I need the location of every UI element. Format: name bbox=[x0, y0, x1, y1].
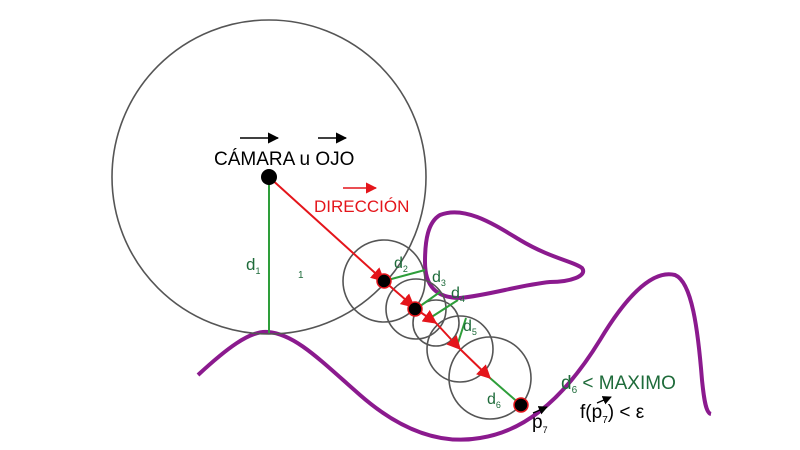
floating-object bbox=[422, 210, 586, 301]
stray-one-label: 1 bbox=[298, 270, 304, 281]
d6-label: d6 bbox=[487, 391, 501, 410]
sphere-3 bbox=[385, 278, 447, 340]
d4-label: d4 bbox=[451, 285, 465, 304]
distance-condition: d6 < MAXIMO bbox=[561, 373, 676, 396]
d5-label: d5 bbox=[463, 318, 477, 337]
ray-segment-1 bbox=[268, 176, 386, 282]
sample-point-3 bbox=[407, 301, 423, 317]
d3-label: d3 bbox=[432, 269, 446, 288]
d1-label: d1 bbox=[246, 255, 260, 276]
camera-point bbox=[261, 169, 277, 185]
sphere-1 bbox=[111, 19, 427, 335]
sample-point-2 bbox=[376, 273, 392, 289]
ray-segment-4 bbox=[435, 322, 461, 351]
sphere-5 bbox=[426, 315, 494, 383]
d2-label: d2 bbox=[394, 255, 408, 274]
f-p7-vector-arrow bbox=[596, 396, 612, 405]
hit-point-p7 bbox=[513, 397, 529, 413]
ground-surface bbox=[196, 272, 712, 442]
direction-label: DIRECCIÓN bbox=[314, 197, 409, 216]
sphere-6 bbox=[448, 336, 532, 420]
surface-condition: f(p7) < ε bbox=[580, 402, 645, 426]
sphere-4 bbox=[412, 299, 460, 347]
p7-vector-arrow bbox=[532, 406, 548, 415]
camera-label: CÁMARA u OJO bbox=[214, 149, 354, 170]
ray-segment-5 bbox=[459, 348, 492, 379]
p7-label: p7 bbox=[532, 412, 548, 435]
